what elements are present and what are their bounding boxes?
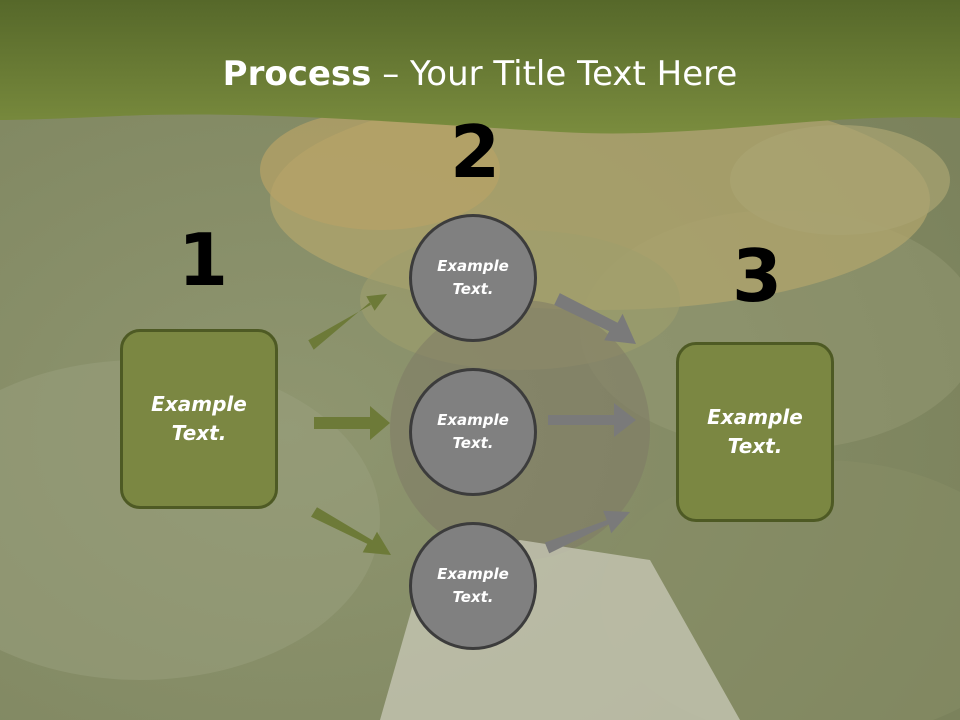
box-1-line-1: Example — [151, 392, 247, 416]
circle-bottom-line-1: Example — [437, 565, 509, 583]
title-dash: – — [371, 54, 411, 94]
circle-middle-line-1: Example — [437, 411, 509, 429]
circle-middle-line-2: Text. — [452, 434, 494, 452]
box-3-line-1: Example — [707, 405, 803, 429]
title-bold: Process — [222, 54, 372, 94]
title-rest: Your Title Text Here — [410, 54, 738, 94]
circle-top-line-2: Text. — [452, 280, 494, 298]
process-circle-top[interactable]: Example Text. — [409, 214, 537, 342]
circle-top-line-1: Example — [437, 257, 509, 275]
box-3-line-2: Text. — [727, 434, 783, 458]
circle-bottom-line-2: Text. — [452, 588, 494, 606]
box-1-line-2: Text. — [171, 421, 227, 445]
process-circle-bottom[interactable]: Example Text. — [409, 522, 537, 650]
process-circle-middle[interactable]: Example Text. — [409, 368, 537, 496]
slide-title: Process – Your Title Text Here — [0, 54, 960, 94]
step-number-3: 3 — [732, 234, 783, 318]
process-box-3[interactable]: Example Text. — [676, 342, 834, 522]
step-number-1: 1 — [178, 218, 229, 302]
process-box-1[interactable]: Example Text. — [120, 329, 278, 509]
step-number-2: 2 — [450, 110, 501, 194]
